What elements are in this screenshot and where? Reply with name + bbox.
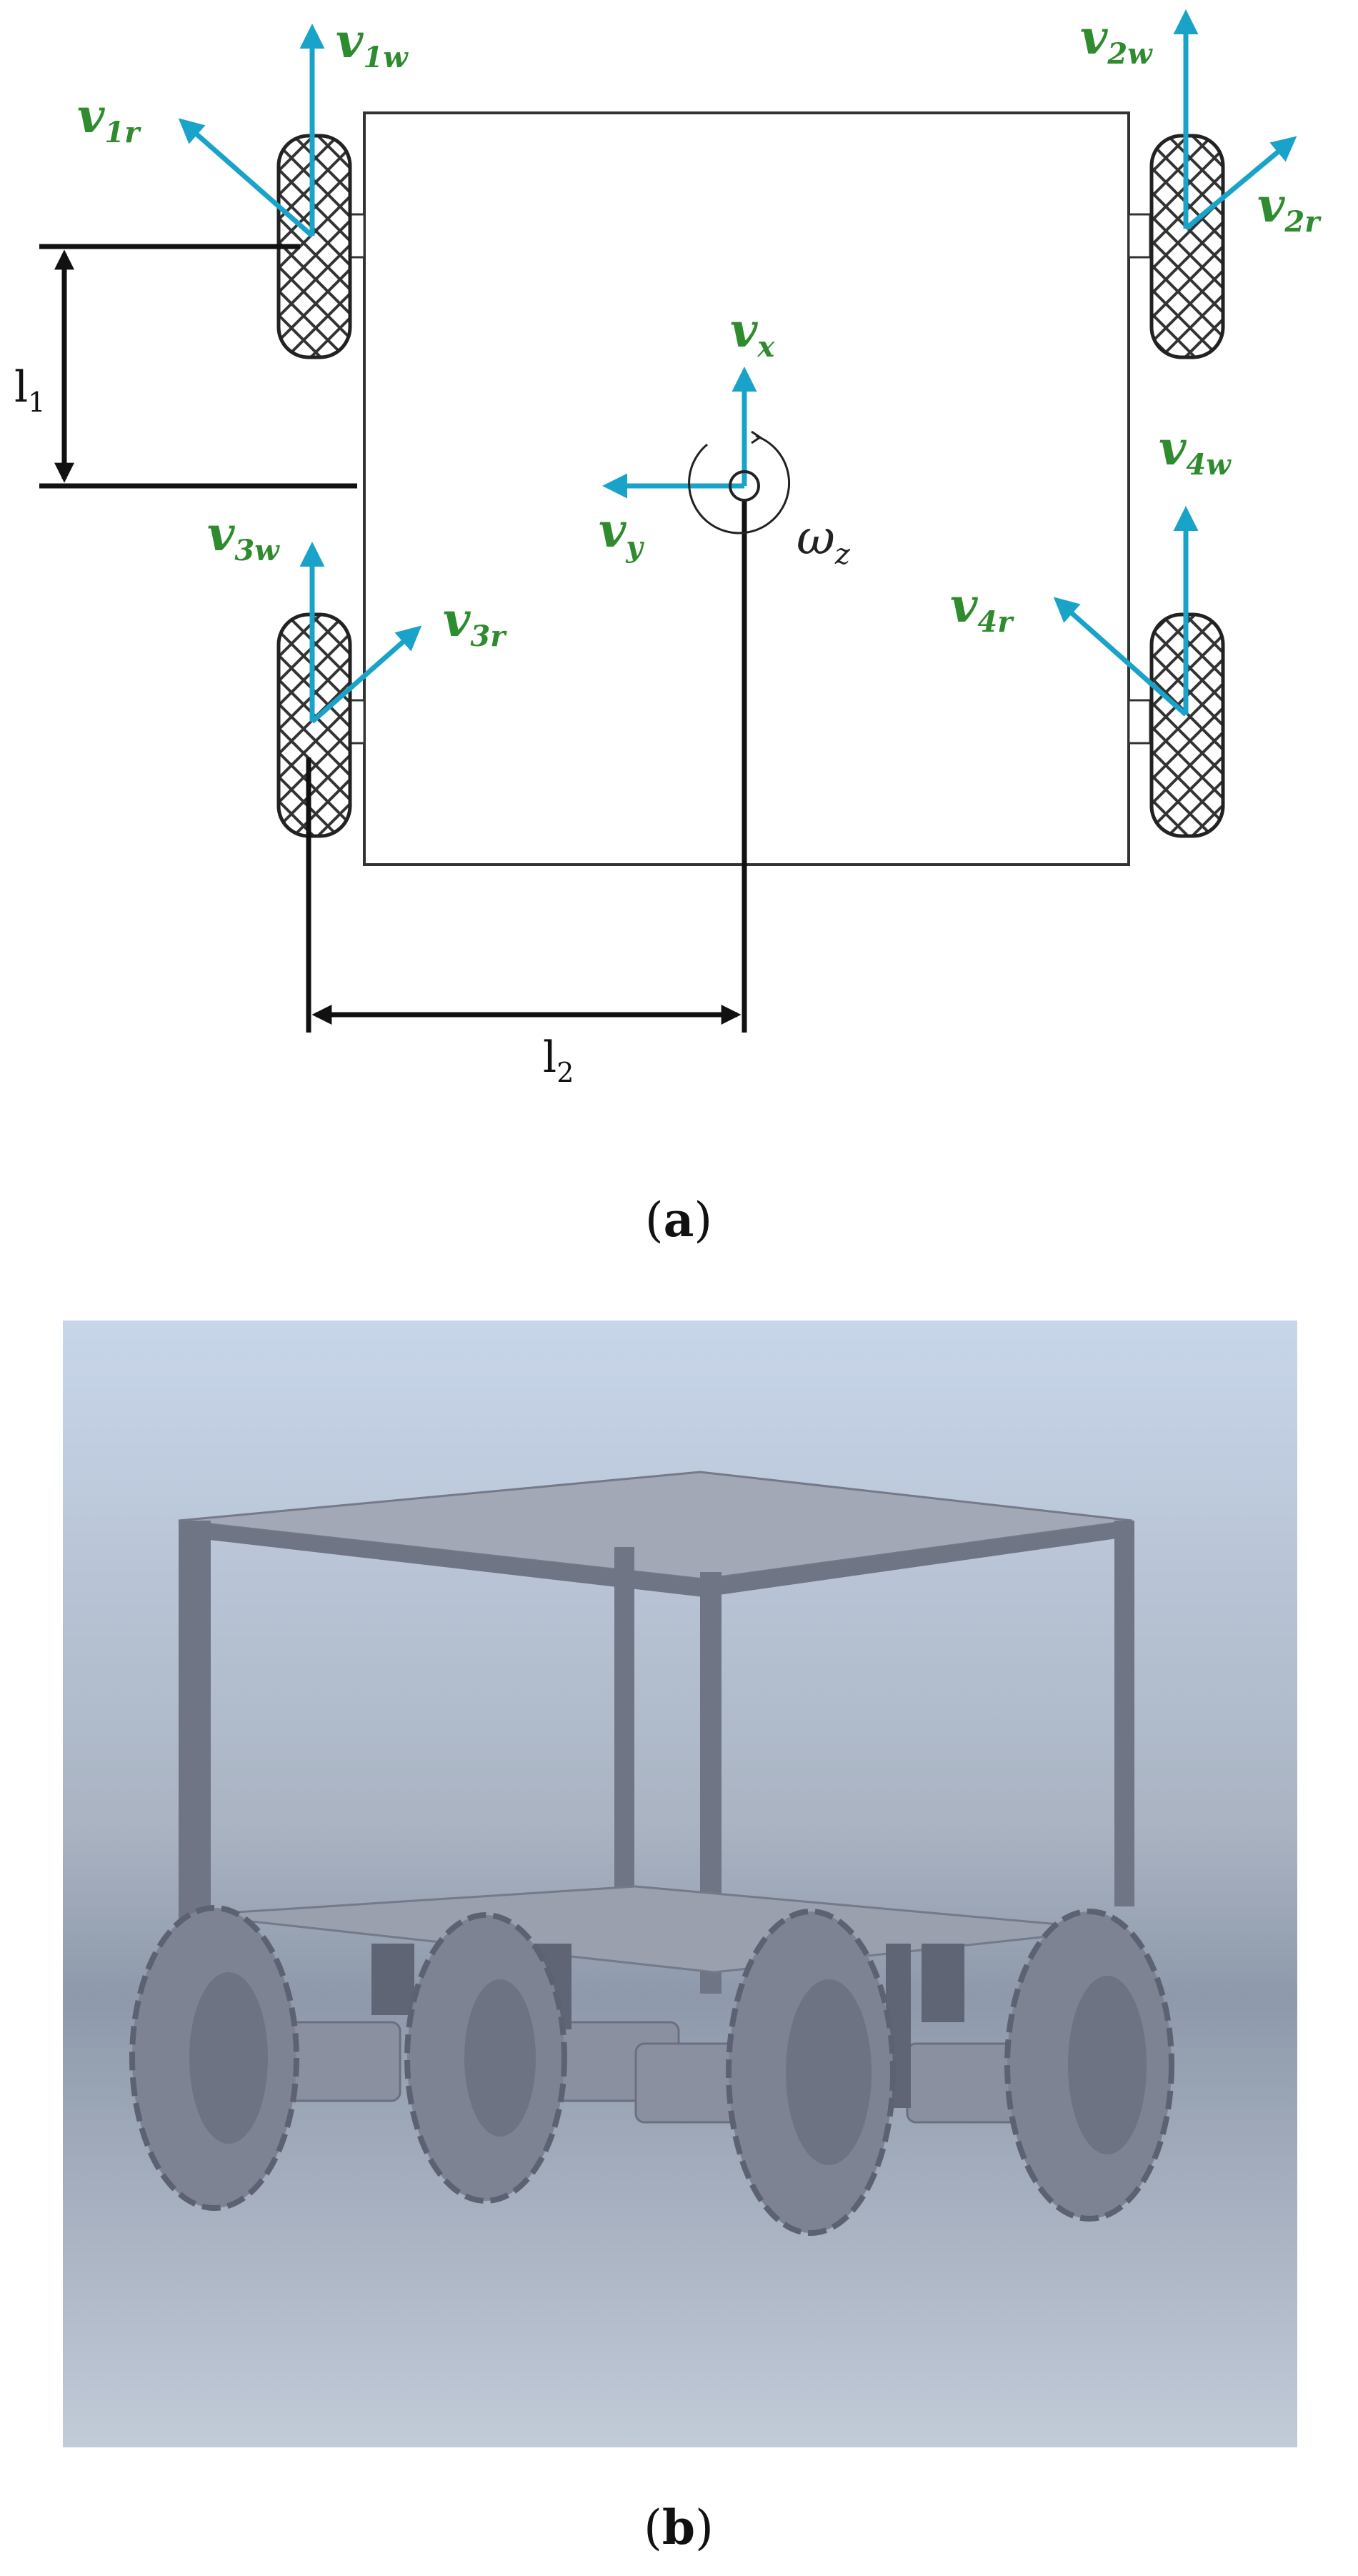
svg-text:vy: vy — [599, 502, 644, 564]
svg-text:v1w: v1w — [336, 13, 409, 74]
label-vy-sub: y — [625, 530, 644, 564]
label-vx: v — [730, 302, 758, 358]
label-v4r-sub: 4r — [977, 605, 1014, 639]
panel-b-render: (b) — [63, 1321, 1297, 2555]
l2-dimension — [306, 500, 747, 1033]
label-v2r-sub: 2r — [1284, 205, 1322, 239]
velocity-arrows — [178, 9, 1297, 724]
render-wheel-2 — [404, 1912, 567, 2204]
svg-text:vx: vx — [730, 302, 775, 364]
l1-subscript: 1 — [28, 387, 45, 418]
svg-text:v3r: v3r — [443, 592, 507, 653]
arrow-v1r — [178, 118, 314, 238]
l2-subscript: 2 — [556, 1057, 574, 1088]
label-v4r: v — [950, 577, 978, 633]
panel-a: l1 l2 v1w — [14, 9, 1322, 1248]
label-wz: ω — [797, 510, 835, 565]
svg-text:v1r: v1r — [77, 88, 141, 149]
label-v1w: v — [336, 13, 364, 69]
label-v2w: v — [1080, 9, 1108, 65]
l1-dimension — [39, 244, 357, 489]
svg-text:l1: l1 — [14, 362, 45, 418]
svg-text:v2w: v2w — [1080, 9, 1153, 71]
label-wz-sub: z — [834, 538, 851, 571]
label-v1r-sub: 1r — [104, 116, 141, 149]
rotation-wz-symbol — [688, 430, 791, 534]
label-v3w-sub: 3w — [234, 534, 280, 567]
render-wheel-4 — [1004, 1909, 1174, 2222]
render-wheel-3 — [726, 1909, 896, 2236]
caption-a: (a) — [645, 1192, 712, 1248]
l2-label: l — [543, 1033, 556, 1083]
frame-rails — [179, 1521, 1132, 1597]
svg-text:ωz: ωz — [797, 510, 851, 571]
l1-label: l — [14, 362, 28, 412]
label-v1r: v — [77, 88, 105, 144]
label-v3w: v — [207, 506, 235, 562]
label-v1w-sub: 1w — [363, 41, 409, 74]
caption-b: (b) — [644, 2500, 714, 2555]
label-v4w-sub: 4w — [1186, 448, 1232, 482]
svg-text:v2r: v2r — [1257, 177, 1322, 239]
label-v2w-sub: 2w — [1107, 37, 1153, 71]
label-vx-sub: x — [757, 330, 775, 364]
render-wheel-1 — [129, 1905, 299, 2211]
svg-text:v4w: v4w — [1159, 420, 1232, 482]
arrow-v3r — [310, 625, 422, 724]
arrow-v4r — [1053, 597, 1188, 717]
arrow-v2r — [1184, 136, 1297, 231]
label-v3r: v — [443, 592, 471, 647]
label-vy: v — [599, 502, 626, 558]
svg-text:l2: l2 — [543, 1033, 574, 1088]
svg-text:v4r: v4r — [950, 577, 1014, 639]
label-v4w: v — [1159, 420, 1187, 476]
label-v2r: v — [1257, 177, 1285, 233]
svg-text:v3w: v3w — [207, 506, 280, 567]
label-v3r-sub: 3r — [470, 620, 507, 653]
